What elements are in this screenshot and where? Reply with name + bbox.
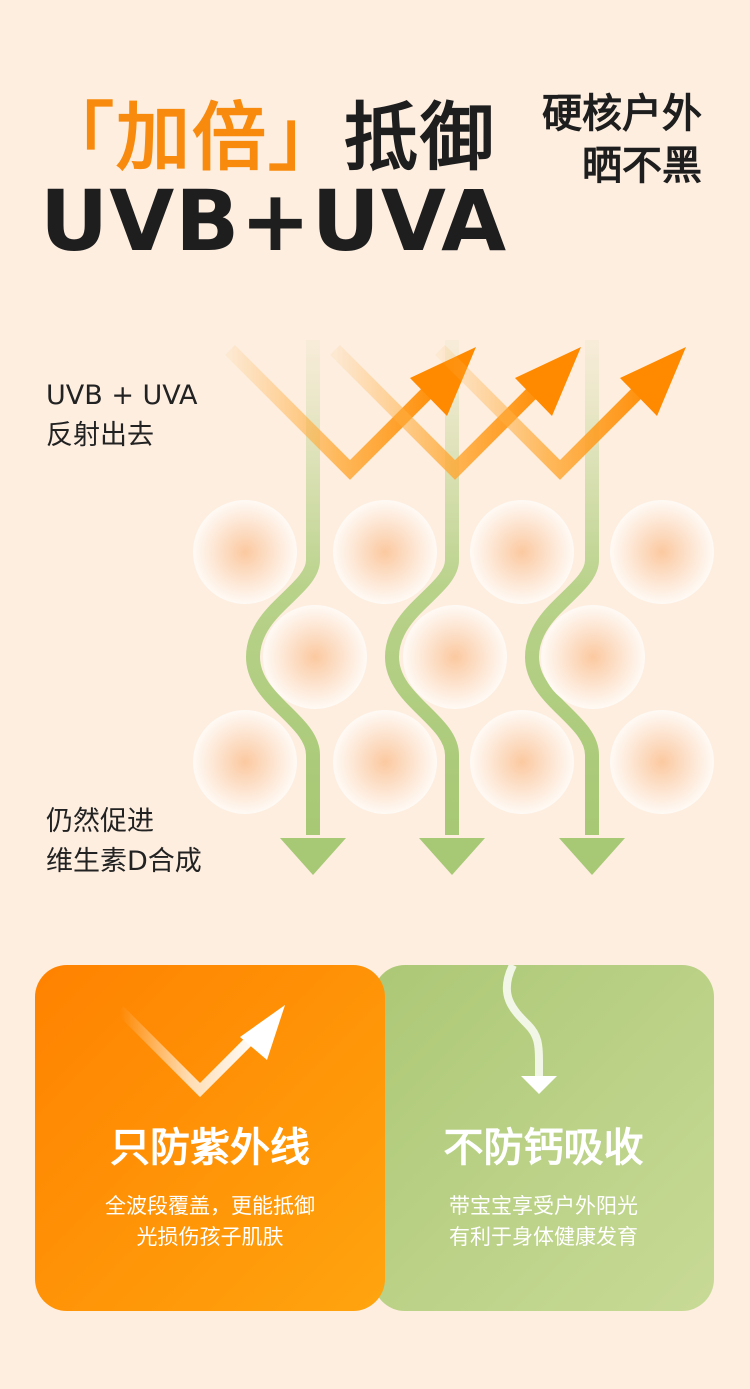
card-desc: 带宝宝享受户外阳光 有利于身体健康发育 bbox=[373, 1191, 714, 1253]
arrow-head bbox=[419, 838, 485, 875]
card-uv-protection: 只防紫外线 全波段覆盖，更能抵御 光损伤孩子肌肤 bbox=[35, 965, 385, 1311]
card-title: 不防钙吸收 bbox=[443, 1125, 644, 1171]
bracket-close: 」 bbox=[268, 95, 344, 181]
uv-reflect-arrow bbox=[435, 345, 660, 480]
uv-pass-arrow bbox=[524, 340, 599, 835]
skin-cell bbox=[193, 500, 297, 604]
card-desc-2: 光损伤孩子肌肤 bbox=[136, 1225, 284, 1249]
skin-cell bbox=[333, 710, 437, 814]
card-desc: 全波段覆盖，更能抵御 光损伤孩子肌肤 bbox=[35, 1191, 385, 1253]
arrow-head bbox=[620, 347, 686, 416]
down-arrow-icon bbox=[502, 965, 557, 1094]
bracket-open: 「 bbox=[40, 95, 116, 181]
arrow-head bbox=[515, 347, 581, 416]
card-desc-2: 有利于身体健康发育 bbox=[449, 1225, 638, 1249]
card-desc-1: 全波段覆盖，更能抵御 bbox=[105, 1194, 315, 1218]
card-title: 只防紫外线 bbox=[110, 1125, 310, 1171]
card-calcium: 不防钙吸收 带宝宝享受户外阳光 有利于身体健康发育 bbox=[373, 965, 714, 1311]
skin-cell bbox=[403, 605, 507, 709]
skin-cell bbox=[541, 605, 645, 709]
arrow-head bbox=[559, 838, 625, 875]
skin-cell bbox=[333, 500, 437, 604]
skin-cell bbox=[610, 710, 714, 814]
skin-cell bbox=[610, 500, 714, 604]
skin-cell bbox=[193, 710, 297, 814]
headline: 「加倍」抵御 bbox=[40, 78, 496, 185]
skin-cell bbox=[263, 605, 367, 709]
reflect-label-1: UVB + UVA bbox=[46, 380, 198, 411]
uv-diagram bbox=[193, 340, 714, 875]
pass-label-1: 仍然促进 bbox=[46, 806, 154, 837]
headline-rest: 抵御 bbox=[344, 95, 496, 181]
side-slogan-1: 硬核户外 bbox=[542, 91, 702, 137]
skin-cell bbox=[470, 500, 574, 604]
reflect-arrow-icon bbox=[116, 1005, 285, 1098]
headline-highlight: 加倍 bbox=[116, 95, 268, 181]
uv-reflect-arrow bbox=[330, 345, 555, 480]
pass-label: 仍然促进 维生素D合成 bbox=[46, 802, 202, 882]
side-slogan-2: 晒不黑 bbox=[582, 143, 702, 189]
card-desc-1: 带宝宝享受户外阳光 bbox=[449, 1194, 638, 1218]
reflect-label-2: 反射出去 bbox=[46, 420, 154, 451]
uv-pass-arrow bbox=[384, 340, 459, 835]
uv-reflect-arrow bbox=[225, 345, 450, 480]
pass-label-2: 维生素D合成 bbox=[46, 846, 202, 877]
uv-pass-arrow bbox=[245, 340, 320, 835]
arrow-head bbox=[280, 838, 346, 875]
reflect-label: UVB + UVA 反射出去 bbox=[46, 376, 198, 456]
skin-cell bbox=[470, 710, 574, 814]
headline-line2: UVB+UVA bbox=[40, 172, 508, 270]
side-slogan: 硬核户外 晒不黑 bbox=[542, 88, 702, 192]
